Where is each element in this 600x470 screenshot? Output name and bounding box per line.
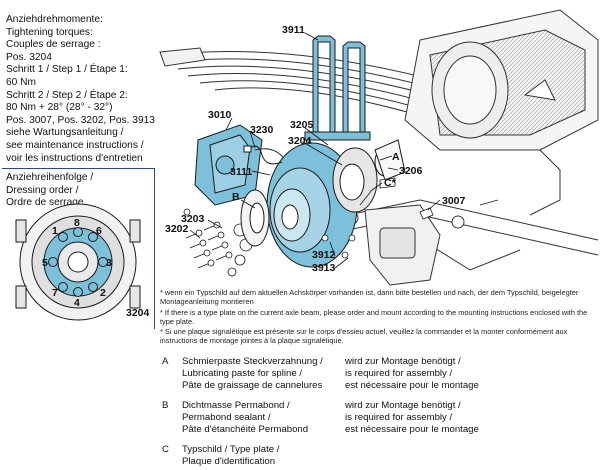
legend-need-line: is required for assembly / (345, 367, 453, 379)
bolt-number: 4 (74, 297, 80, 309)
legend-key: C (162, 444, 169, 455)
part-label-3203: 3203 (181, 213, 205, 225)
part-labels: 3911 3010 3230 3205 3204 A 3206 3111 C* … (165, 24, 466, 274)
legend-desc-line: Typschild / Type plate / (182, 444, 280, 455)
legend-item-c: C Typschild / Type plate / Plaque d'iden… (162, 444, 562, 470)
part-label-3204: 3204 (288, 135, 312, 147)
legend-description: Schmierpaste Steckverzahnung / Lubricati… (182, 356, 323, 391)
part-label-c: C* (384, 177, 397, 189)
torque-line: see maintenance instructions / (6, 139, 144, 151)
torque-line: 60 Nm (6, 76, 37, 88)
torque-line: Anziehdrehmomente: (6, 14, 103, 25)
footnotes: * wenn ein Typschild auf dem aktuellen A… (160, 288, 596, 347)
torque-line: siehe Wartungsanleitung / (6, 127, 124, 139)
bolt-number: 6 (96, 225, 102, 237)
part-label-3230: 3230 (250, 124, 274, 136)
legend-desc-line: Permabond sealant / (182, 411, 271, 423)
small-fasteners (321, 177, 499, 259)
dressing-line: Ordre de serrage (6, 197, 84, 209)
dressing-order-title: Anziehreihenfolge / Dressing order / Ord… (6, 172, 93, 210)
wear-sensor-3230 (243, 145, 283, 165)
dressing-order-numbers: 1 2 3 4 5 6 7 8 3204 (42, 217, 150, 319)
legend-key: B (162, 400, 169, 411)
torque-line: Pos. 3204 (6, 51, 52, 63)
sealing-ring (240, 189, 270, 247)
legend-description: Typschild / Type plate / Plaque d'identi… (182, 444, 279, 468)
torque-line: Pos. 3007, Pos. 3202, Pos. 3913 (6, 114, 155, 126)
torque-line: Tightening torques: (6, 26, 93, 38)
part-label-3202: 3202 (165, 223, 189, 235)
wheel-hub (332, 139, 406, 213)
legend-need-line: est nécessaire pour le montage (345, 379, 479, 391)
axle-body (299, 9, 599, 271)
part-label-3913: 3913 (312, 262, 336, 274)
legend-item-b: B Dichtmasse Permabond / Permabond seala… (162, 400, 562, 440)
dressing-order-frame (2, 168, 155, 329)
bolt-number: 2 (100, 287, 106, 299)
dressing-order-hub (15, 203, 141, 321)
footnote-en: * If there is a type plate on the curren… (160, 307, 588, 326)
brake-caliper-3010 (194, 124, 290, 206)
legend-desc-line: Schmierpaste Steckverzahnung / (182, 356, 323, 367)
legend-desc-line: Dichtmasse Permabond / (182, 400, 290, 411)
part-label-3206: 3206 (399, 165, 423, 177)
leader-lines (189, 32, 441, 269)
bolt-number: 1 (52, 225, 58, 237)
dressing-line: Dressing order / (6, 184, 79, 196)
part-label-a: A (392, 151, 400, 163)
bolt-number: 7 (52, 287, 58, 299)
part-label-b: B (232, 191, 240, 203)
part-label-3911: 3911 (282, 24, 305, 36)
part-label-3204-dressing: 3204 (126, 307, 150, 319)
torque-instructions: Anziehdrehmomente: Tightening torques: C… (6, 14, 166, 165)
legend-need-line: est nécessaire pour le montage (345, 423, 479, 435)
bolt-number: 5 (42, 257, 48, 269)
part-label-3010: 3010 (208, 109, 232, 121)
part-label-3007: 3007 (442, 195, 466, 207)
part-label-3111: 3111 (230, 166, 252, 178)
dressing-line: Anziehreihenfolge / (6, 172, 94, 183)
legend-requirement: wird zur Montage benötigt / is required … (345, 356, 479, 391)
torque-line: 80 Nm + 28° (28° - 32°) (6, 102, 113, 114)
legend-need-line: wird zur Montage benötigt / (345, 400, 461, 411)
legend-desc-line: Plaque d'identification (182, 455, 276, 467)
legend-description: Dichtmasse Permabond / Permabond sealant… (182, 400, 308, 435)
torque-line: voir les instructions d'entretien (6, 152, 143, 164)
torque-line: Couples de serrage : (6, 39, 101, 51)
u-bolts (304, 35, 371, 141)
legend-need-line: wird zur Montage benötigt / (345, 356, 461, 367)
footnote-de: * wenn ein Typschild auf dem aktuellen A… (160, 288, 579, 307)
legend-item-a: A Schmierpaste Steckverzahnung / Lubrica… (162, 356, 562, 396)
legend-need-line: is required for assembly / (345, 411, 453, 423)
bolt-number: 3 (106, 257, 112, 269)
legend-requirement: wird zur Montage benötigt / is required … (345, 400, 479, 435)
brake-caliper-right (345, 204, 465, 286)
bolt-number: 8 (74, 217, 80, 229)
part-label-3205: 3205 (290, 119, 314, 131)
legend-key: A (162, 356, 169, 367)
legend-desc-line: Pâte d'étanchéité Permabond (182, 423, 309, 435)
part-label-3912: 3912 (312, 249, 336, 261)
footnote-fr: * Si une plaque signalétique est présent… (160, 327, 568, 346)
legend-desc-line: Lubricating paste for spline / (182, 367, 302, 379)
legend-desc-line: Pâte de graissage de cannelures (182, 379, 323, 391)
torque-line: Schritt 2 / Step 2 / Étape 2: (6, 89, 128, 101)
torque-line: Schritt 1 / Step 1 / Étape 1: (6, 64, 128, 76)
